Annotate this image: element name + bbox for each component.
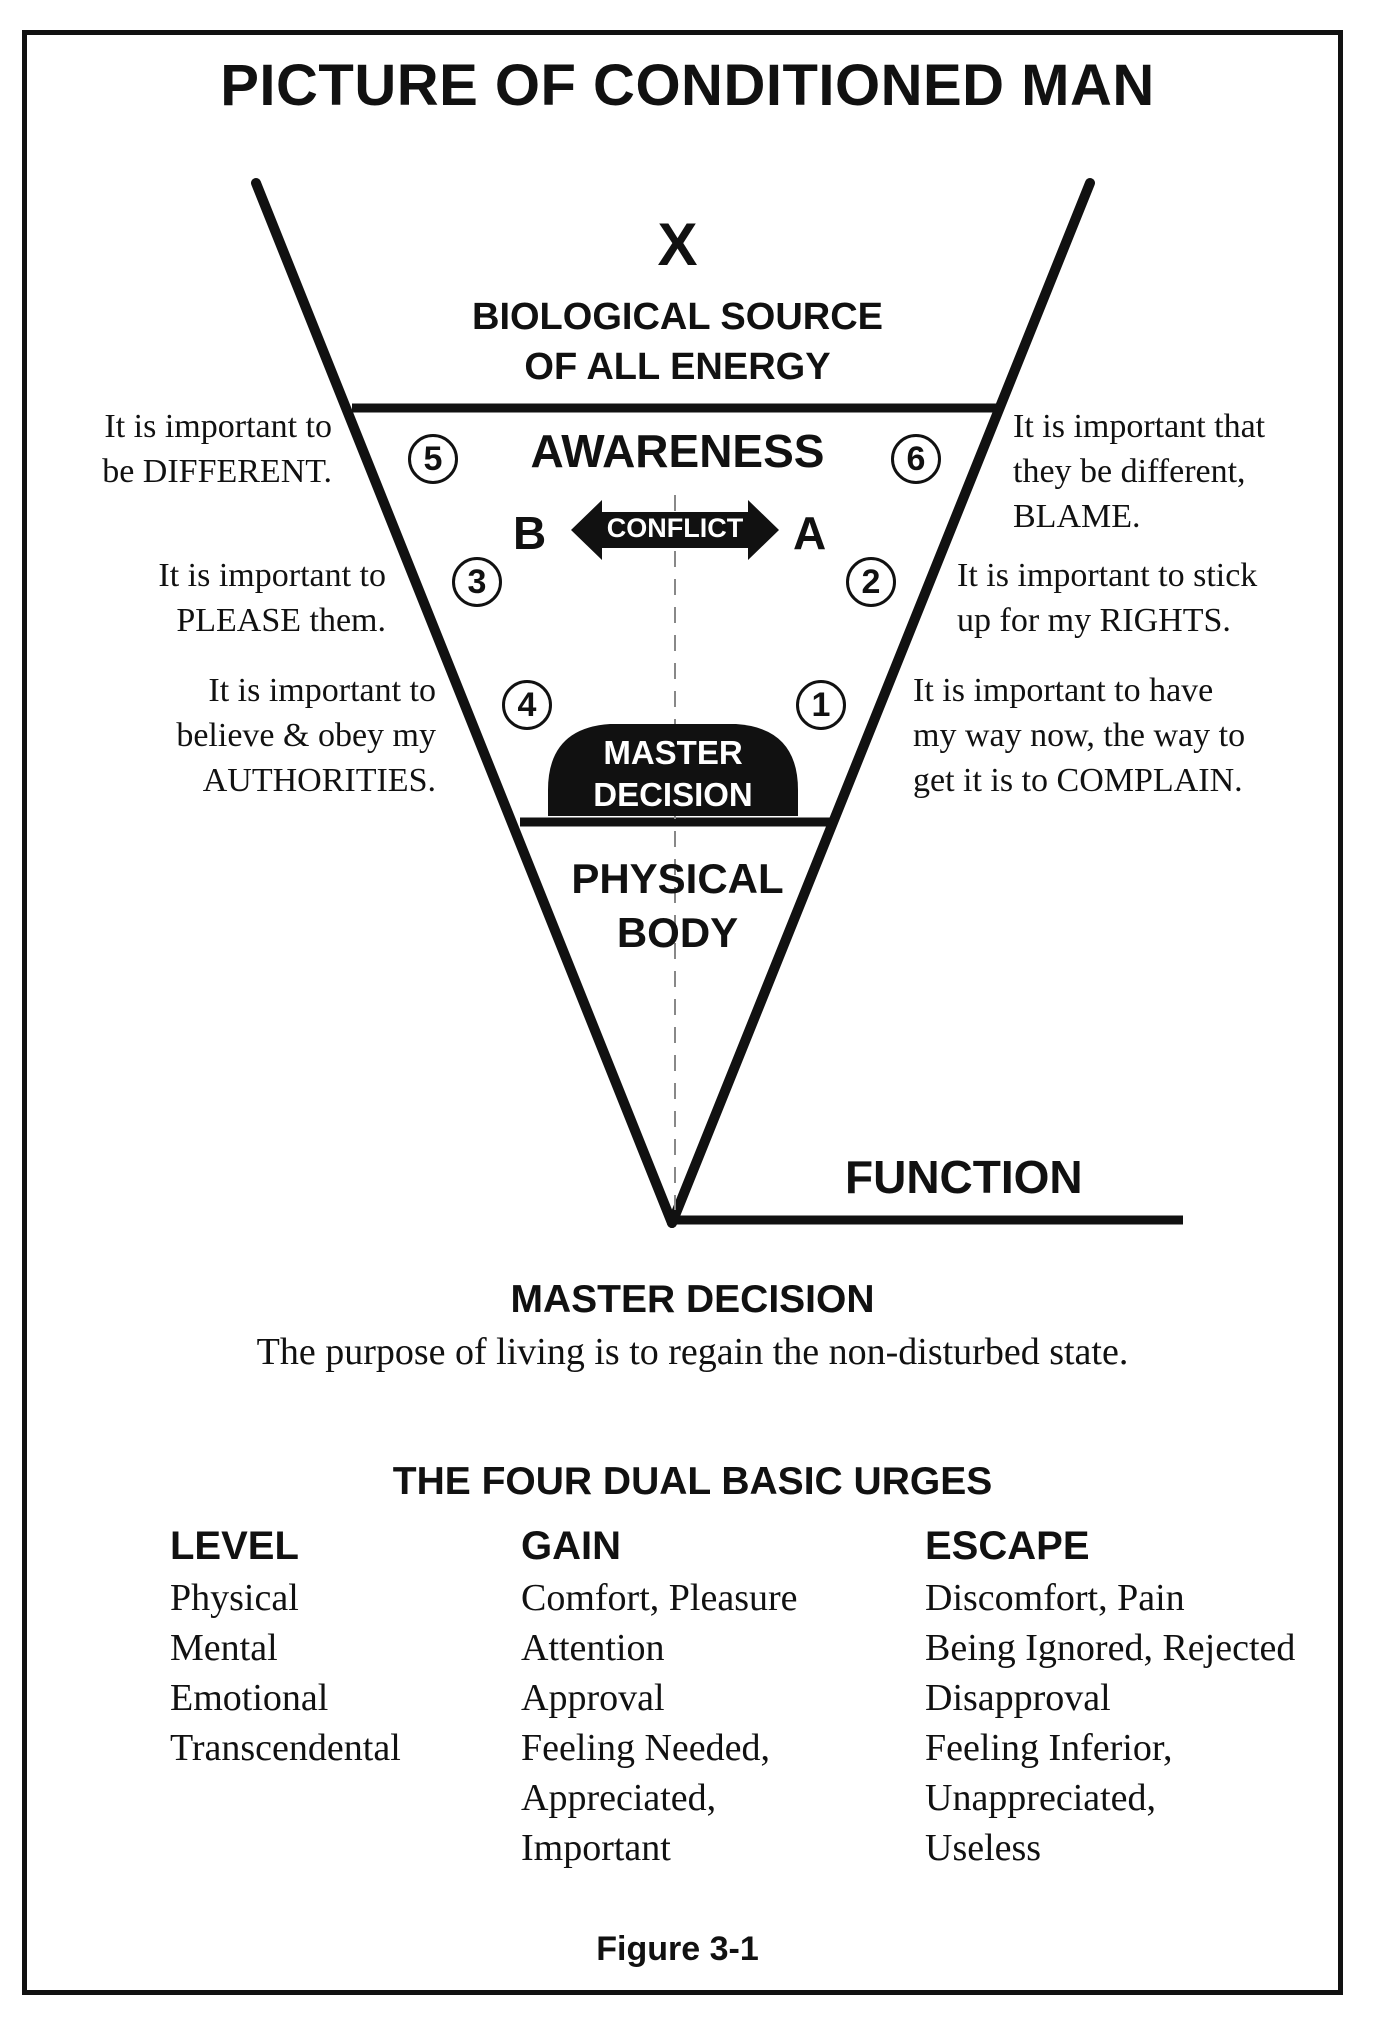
list-item: Emotional [170, 1677, 329, 1719]
biological-source-line1: BIOLOGICAL SOURCE [472, 296, 883, 338]
list-item: Comfort, Pleasure [521, 1577, 798, 1619]
urges-level-column: LEVEL Physical Mental Emotional Transcen… [170, 1524, 401, 1773]
marker-1: 1 [796, 680, 846, 730]
note-1-line: It is important to have [913, 672, 1214, 709]
list-item: Attention [521, 1627, 665, 1669]
urges-level-header: LEVEL [170, 1524, 299, 1568]
figure-caption: Figure 3-1 [596, 1930, 759, 1968]
urges-escape-header: ESCAPE [925, 1524, 1090, 1568]
urges-escape-column: ESCAPE Discomfort, Pain Being Ignored, R… [925, 1524, 1295, 1873]
function-label: FUNCTION [845, 1151, 1083, 1203]
list-item: Appreciated, [521, 1777, 717, 1819]
note-2-line: It is important to stick [957, 557, 1258, 594]
note-2: It is important to stick up for my RIGHT… [957, 553, 1257, 643]
note-6: It is important that they be different, … [1013, 404, 1265, 539]
marker-6: 6 [891, 434, 941, 484]
b-label: B [513, 507, 547, 559]
a-label: A [793, 507, 827, 559]
master-decision-heading: MASTER DECISION [510, 1278, 875, 1321]
note-2-line: up for my RIGHTS. [957, 602, 1231, 639]
note-6-line: BLAME. [1013, 498, 1141, 535]
note-1-line: get it is to COMPLAIN. [913, 762, 1243, 799]
note-6-line: It is important that [1013, 408, 1266, 445]
list-item: Physical [170, 1577, 299, 1619]
list-item: Discomfort, Pain [925, 1577, 1185, 1619]
funnel-left-side [251, 178, 677, 1228]
list-item: Disapproval [925, 1677, 1111, 1719]
urges-level-items: Physical Mental Emotional Transcendental [170, 1573, 401, 1773]
master-decision-dome [548, 724, 798, 816]
marker-5: 5 [408, 434, 458, 484]
note-1: It is important to have my way now, the … [913, 668, 1245, 803]
list-item: Being Ignored, Rejected [925, 1627, 1296, 1669]
note-5-line: It is important to [104, 408, 332, 445]
physical-body-line2: BODY [616, 909, 739, 956]
list-item: Transcendental [170, 1727, 401, 1769]
marker-4: 4 [502, 680, 552, 730]
page-title: PICTURE OF CONDITIONED MAN [220, 53, 1155, 118]
list-item: Unappreciated, [925, 1777, 1157, 1819]
list-item: Approval [521, 1677, 665, 1719]
note-4: It is important to believe & obey my AUT… [40, 668, 436, 803]
urges-gain-column: GAIN Comfort, Pleasure Attention Approva… [521, 1524, 798, 1873]
awareness-label: AWARENESS [530, 425, 825, 477]
note-3-line: PLEASE them. [176, 602, 386, 639]
master-decision-dome-label: MASTER DECISION [548, 732, 798, 816]
physical-body-label: PHYSICAL BODY [0, 852, 1355, 960]
list-item: Useless [925, 1827, 1042, 1869]
note-5: It is important to be DIFFERENT. [40, 404, 332, 494]
x-label: X [657, 211, 698, 278]
note-3: It is important to PLEASE them. [40, 553, 386, 643]
note-1-line: my way now, the way to [913, 717, 1246, 754]
urges-escape-items: Discomfort, Pain Being Ignored, Rejected… [925, 1573, 1295, 1873]
list-item: Feeling Needed, [521, 1727, 771, 1769]
list-item: Feeling Inferior, [925, 1727, 1173, 1769]
note-4-line: believe & obey my [176, 717, 436, 754]
urges-gain-items: Comfort, Pleasure Attention Approval Fee… [521, 1573, 798, 1873]
biological-source-line2: OF ALL ENERGY [524, 346, 831, 388]
funnel-right-side [667, 178, 1095, 1228]
physical-body-line1: PHYSICAL [571, 855, 784, 902]
marker-2: 2 [846, 557, 896, 607]
master-decision-dome-line1: MASTER [603, 734, 743, 771]
note-4-line: It is important to [208, 672, 436, 709]
marker-3: 3 [452, 557, 502, 607]
note-4-line: AUTHORITIES. [202, 762, 436, 799]
master-decision-text: The purpose of living is to regain the n… [256, 1331, 1129, 1373]
conflict-label: CONFLICT [606, 513, 744, 543]
urges-heading: THE FOUR DUAL BASIC URGES [392, 1460, 993, 1503]
master-decision-dome-line2: DECISION [593, 776, 753, 813]
list-item: Mental [170, 1627, 278, 1669]
page-border [22, 30, 1343, 1995]
conflict-arrow [571, 500, 779, 560]
note-6-line: they be different, [1013, 453, 1246, 490]
urges-gain-header: GAIN [521, 1524, 621, 1568]
list-item: Important [521, 1827, 671, 1869]
note-3-line: It is important to [158, 557, 386, 594]
note-5-line: be DIFFERENT. [102, 453, 332, 490]
biological-source-label: BIOLOGICAL SOURCE OF ALL ENERGY [0, 292, 1355, 392]
